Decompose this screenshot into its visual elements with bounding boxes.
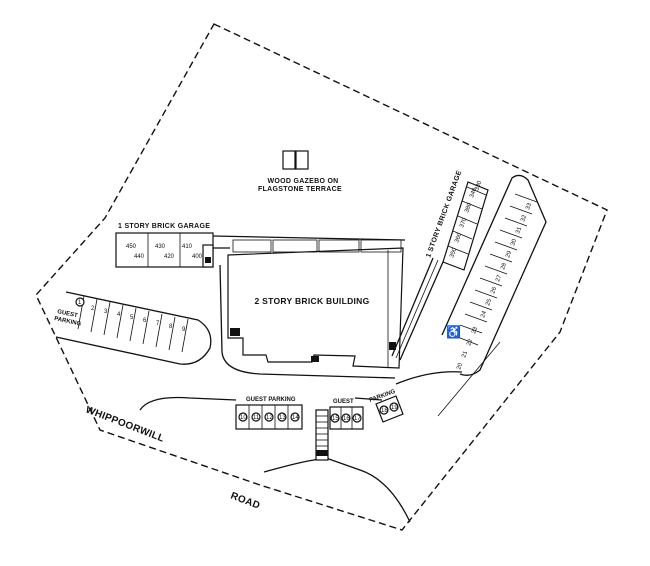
west-lot-space-numbers: 1 2 3 4 5 6 7 8 9 — [75, 297, 186, 333]
property-boundary — [35, 23, 608, 531]
space-number: 7 — [156, 321, 160, 327]
space-number: 17 — [354, 416, 361, 422]
space-number: 12 — [266, 415, 273, 421]
space-number: 2 — [91, 306, 95, 312]
space-number: 14 — [292, 415, 299, 421]
guest-parking-small — [375, 395, 404, 423]
garage-unit-label: 360 — [454, 232, 463, 244]
garage-west — [115, 232, 406, 268]
space-number: 6 — [143, 318, 147, 324]
space-number: 3 — [104, 309, 108, 315]
space-number: 5 — [130, 315, 134, 321]
east-parking-lot — [437, 174, 547, 417]
garage-unit-label: 420 — [164, 254, 175, 260]
building-label: 2 STORY BRICK BUILDING — [254, 296, 369, 306]
garage-east — [391, 181, 489, 361]
front-drive — [139, 371, 463, 523]
space-number: 27 — [495, 274, 503, 283]
space-number: 4 — [117, 312, 121, 318]
front-walkway-steps — [315, 409, 329, 461]
space-number: 28 — [500, 262, 508, 271]
space-number: 20 — [456, 362, 464, 371]
space-number: 11 — [253, 415, 260, 421]
gazebo-label-line2: FLAGSTONE TERRACE — [258, 186, 342, 193]
space-number: 33 — [525, 202, 533, 211]
garage-unit-label: 440 — [134, 254, 145, 260]
space-circle — [75, 297, 85, 307]
garage-west-label: 1 STORY BRICK GARAGE — [118, 223, 210, 230]
garage-unit-label: 350 — [449, 247, 458, 259]
space-number: 15 — [332, 416, 339, 422]
west-guest-label: GUEST — [57, 309, 79, 319]
space-number: 22 — [466, 338, 474, 347]
garage-unit-label: 380 — [464, 202, 473, 214]
space-number: 25 — [485, 298, 493, 307]
space-number: 10 — [240, 415, 247, 421]
gazebo-label-line1: WOOD GAZEBO ON — [267, 178, 338, 185]
space-number: 18 — [381, 408, 388, 414]
road-label-road: ROAD — [229, 491, 262, 512]
garage-unit-label: 370 — [459, 217, 468, 229]
handicap-icon: ♿ — [446, 325, 461, 339]
garage-west-unit-labels: 450 440 430 420 410 400 — [126, 244, 203, 260]
space-number: 8 — [169, 324, 173, 330]
space-number: 24 — [480, 310, 488, 319]
space-number: 9 — [182, 327, 186, 333]
space-number: 21 — [461, 350, 469, 359]
garage-unit-label: 330 — [474, 180, 483, 192]
wood-gazebo — [282, 150, 309, 170]
guest-center-space-numbers: 10 11 12 13 14 — [238, 412, 300, 422]
west-parking-label: PARKING — [54, 316, 82, 328]
garage-unit-label: 410 — [182, 244, 193, 250]
space-number: 30 — [510, 238, 518, 247]
space-number: 23 — [471, 326, 479, 335]
guest-parking-center-label: GUEST PARKING — [246, 397, 296, 403]
guest-parking-right-label: GUEST — [333, 399, 354, 405]
garage-east-unit-labels: 350 360 370 380 340 330 — [449, 180, 483, 259]
main-building — [219, 239, 404, 379]
garage-unit-label: 340 — [469, 187, 478, 199]
space-number: 1 — [78, 300, 82, 306]
garage-unit-label: 430 — [155, 244, 166, 250]
road-label-whippoorwill: WHIPPOORWILL — [84, 405, 166, 445]
space-number: 19 — [391, 405, 398, 411]
garage-unit-label: 450 — [126, 244, 137, 250]
space-number: 31 — [515, 226, 523, 235]
space-number: 29 — [505, 250, 513, 259]
east-lot-space-numbers: 20 21 22 23 24 25 26 27 28 29 30 31 32 3… — [456, 202, 533, 371]
garage-unit-label: 400 — [192, 254, 203, 260]
west-parking-lot — [55, 291, 212, 365]
guest-small-space-numbers: 18 19 — [379, 402, 399, 415]
guest-right-space-numbers: 15 16 17 — [330, 413, 362, 423]
space-number: 26 — [490, 286, 498, 295]
space-number: 16 — [343, 416, 350, 422]
space-number: 32 — [520, 214, 528, 223]
space-number: 13 — [279, 415, 286, 421]
